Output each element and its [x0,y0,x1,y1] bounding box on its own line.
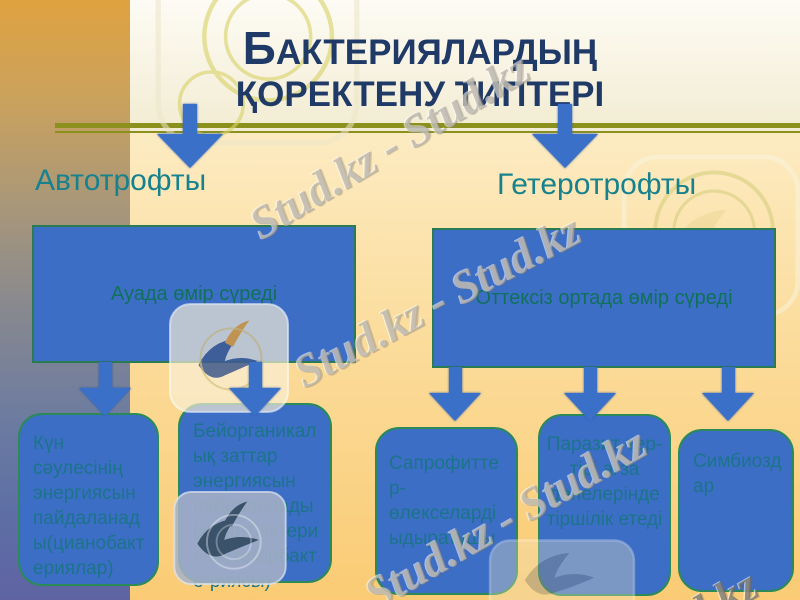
leaf-box-saprophytes: Сапрофиттер- өлекселарді ыдыратушы [375,427,518,595]
arrow-head [532,134,598,168]
down-arrow-autotrophs [157,104,223,168]
down-arrow-leaf [79,362,131,416]
down-arrow-leaf [229,362,281,416]
arrow-stem [448,367,462,393]
arrow-stem [721,367,735,393]
leaf-box-symbionts: Симбиоздар [678,429,794,592]
arrow-stem [583,367,597,393]
down-arrow-leaf [429,367,481,421]
down-arrow-leaf [702,367,754,421]
autotrophs-description-text: Ауада өмір сүреді [110,282,278,305]
arrow-head [79,388,131,416]
arrow-stem [558,104,572,134]
slide-title: БАКТЕРИЯЛАРДЫҢ ҚОРЕКТЕНУ ТИПТЕРІ [235,22,605,115]
arrow-head [564,393,616,421]
arrow-stem [98,362,112,388]
leaf-box-parasites: Паразит-тер- тірі ағза денелерінде тірші… [538,414,671,596]
branch-label-autotrophs: Автотрофты [35,164,207,197]
down-arrow-leaf [564,367,616,421]
arrow-head [229,388,281,416]
down-arrow-heterotrophs [532,104,598,168]
arrow-head [157,134,223,168]
arrow-stem [248,362,262,388]
heterotrophs-description-text: Оттексіз ортада өмір сүреді [475,286,733,309]
arrow-head [429,393,481,421]
leaf-box-inorganic-energy: Бейорганикалық заттар энергиясын пайдала… [178,403,332,592]
heterotrophs-description-box: Оттексіз ортада өмір сүреді [432,228,776,368]
leaf-box-sunlight-energy: Күн сәулесінің энергиясын пайдаланады(ци… [18,413,159,586]
arrow-head [702,393,754,421]
divider-line-thick [55,123,800,128]
branch-label-heterotrophs: Гетеротрофты [497,168,697,201]
autotrophs-description-box: Ауада өмір сүреді [32,225,356,363]
divider-line-thin [55,131,800,133]
arrow-stem [183,104,197,134]
